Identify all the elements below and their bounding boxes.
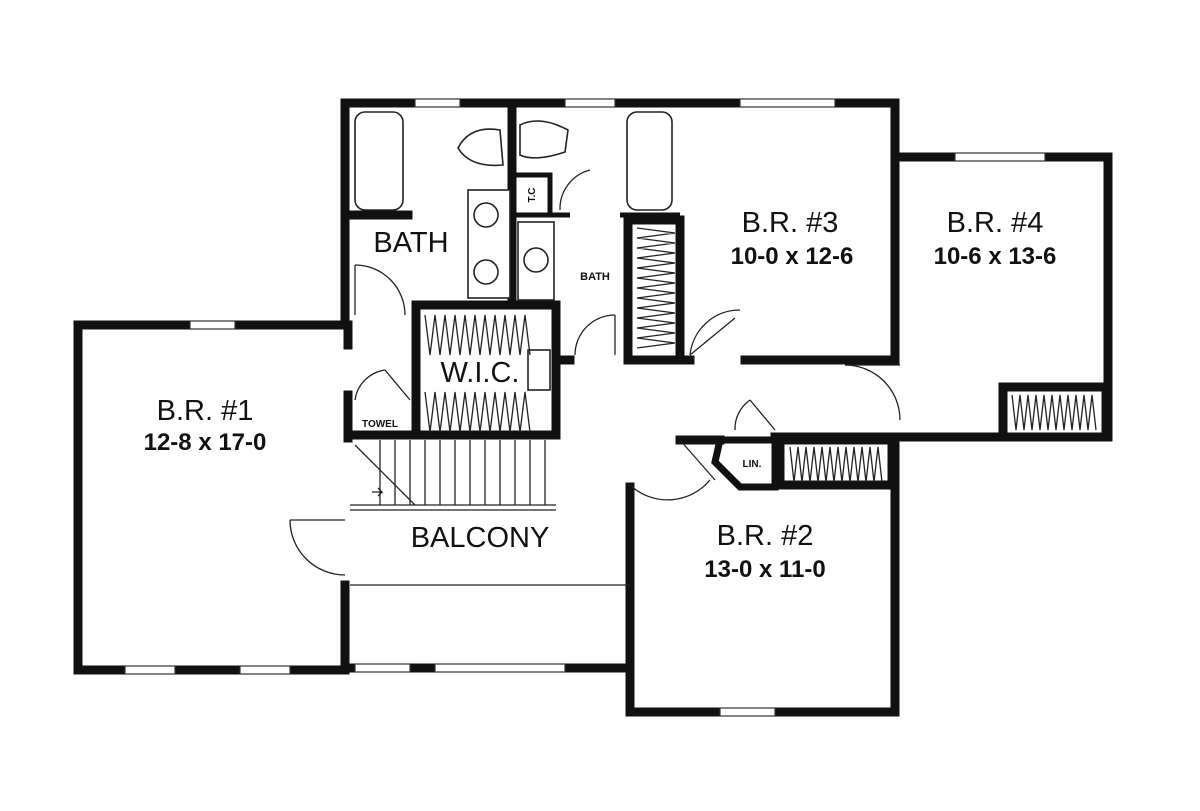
stairs [354,440,546,506]
door-swings [289,169,901,576]
br1-size: 12-8 x 17-0 [144,429,267,456]
bathtub [626,111,673,211]
towel-label: TOWEL [362,419,398,430]
br2-name: B.R. #2 [717,520,814,552]
fixtures [354,111,1097,506]
br4-name: B.R. #4 [947,207,1044,239]
linen-label: LIN. [743,459,762,470]
tc-label: T.C [527,188,538,203]
br1-name: B.R. #1 [157,395,254,427]
windows [124,98,1046,717]
br3-size: 10-0 x 12-6 [731,243,854,270]
bathtub [354,111,404,211]
wic-shelf [527,349,551,391]
br4-size: 10-6 x 13-6 [934,243,1057,270]
wic-label: W.I.C. [441,357,520,389]
balcony-label: BALCONY [411,522,550,554]
toilet [519,120,569,159]
hall-bath-label: BATH [580,271,610,283]
br2-size: 13-0 x 11-0 [704,556,825,583]
interior-walls [340,98,1111,586]
br3-name: B.R. #3 [742,207,839,239]
toilet [457,128,504,167]
master-bath-label: BATH [373,227,448,259]
